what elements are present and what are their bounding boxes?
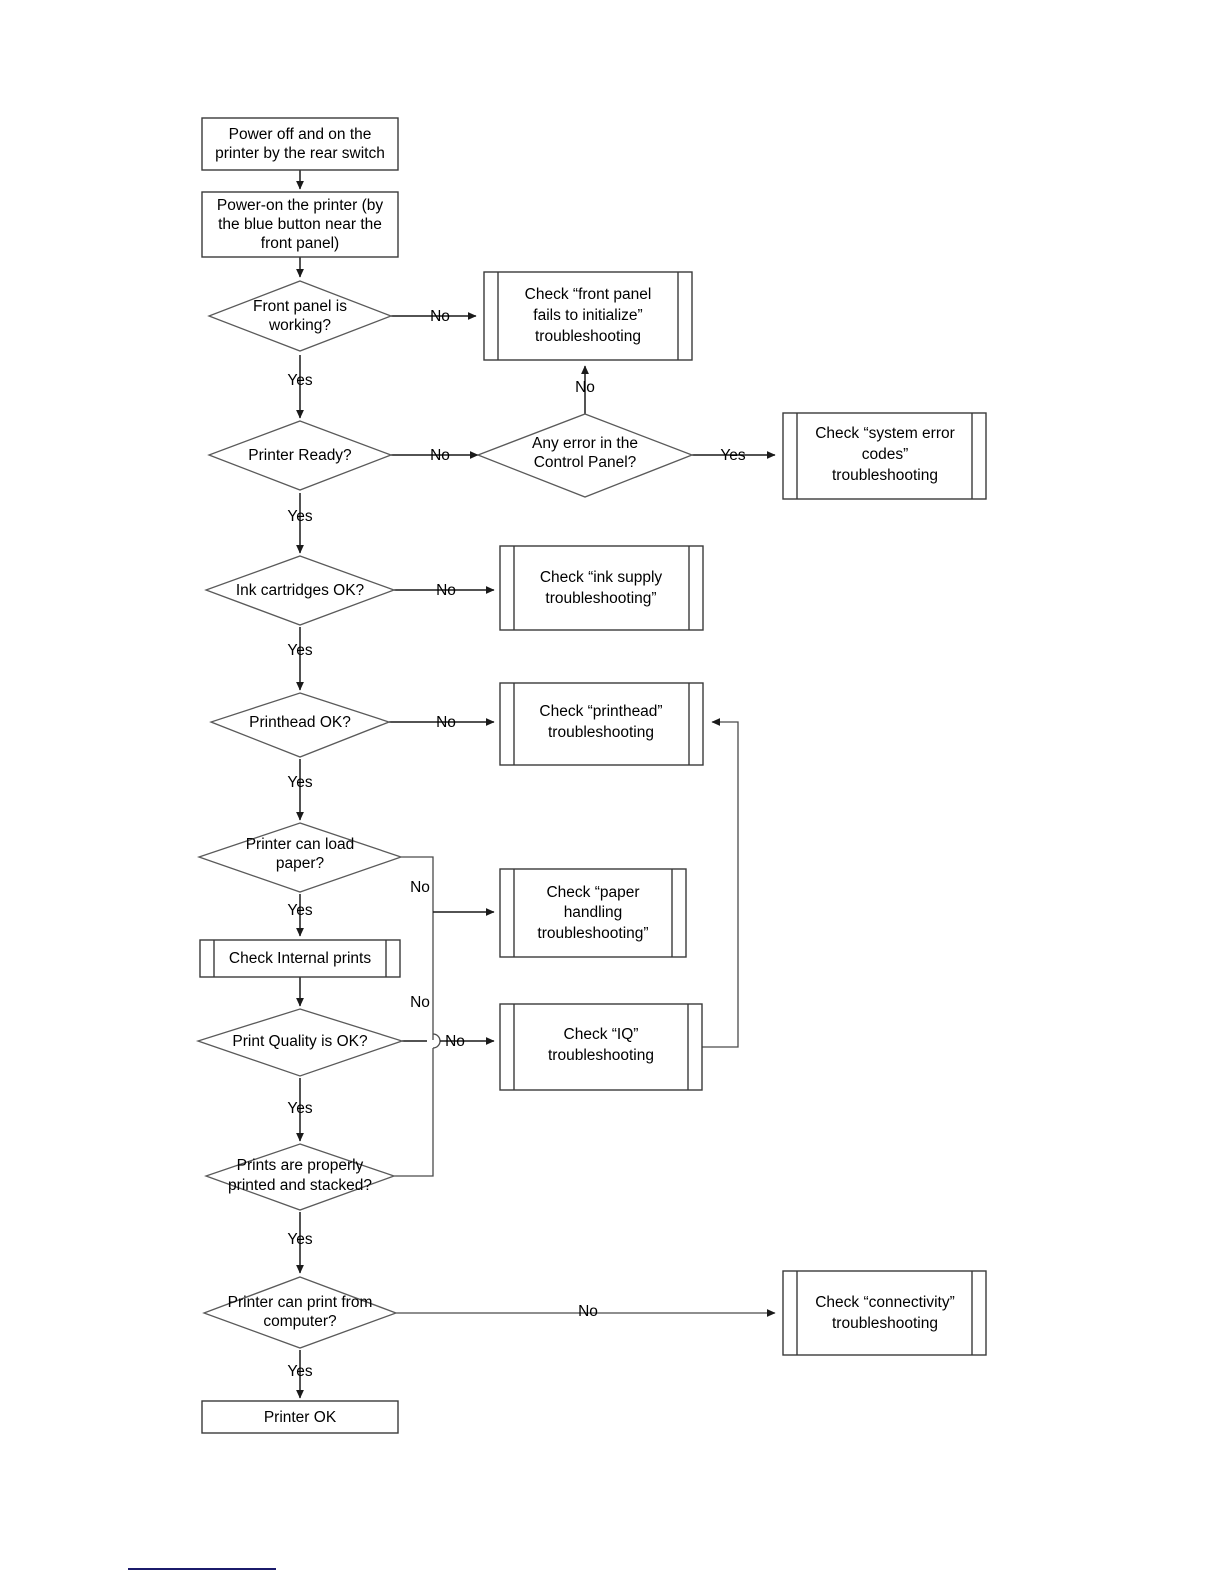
node-power-cycle-line-2: printer by the rear switch: [215, 145, 385, 162]
node-check-system-error-line-1: Check “system error: [815, 425, 955, 442]
edge-label-load-paper-yes: Yes: [287, 902, 313, 919]
node-check-front-panel-line-2: fails to initialize”: [533, 307, 642, 324]
node-check-printhead-line-2: troubleshooting: [548, 724, 654, 741]
edge-control-panel-yes: Yes: [692, 447, 776, 464]
node-check-ink-supply: Check “ink supply troubleshooting”: [499, 545, 704, 631]
edge-label-control-panel-no: No: [575, 379, 595, 396]
edge-load-paper-yes: Yes: [287, 894, 313, 937]
edge-print-quality-yes: Yes: [287, 1078, 313, 1142]
node-check-front-panel-line-1: Check “front panel: [525, 286, 652, 303]
edge-label-ink-yes: Yes: [287, 642, 313, 659]
node-load-paper-line-2: paper?: [276, 855, 325, 872]
node-print-from-computer-line-1: Printer can print from: [228, 1294, 373, 1311]
node-check-paper-handling-line-1: Check “paper: [546, 884, 639, 901]
edge-label-print-quality-yes: Yes: [287, 1100, 313, 1117]
node-printhead-line-1: Printhead OK?: [249, 714, 351, 731]
node-printhead-ok: Printhead OK?: [209, 692, 391, 758]
node-control-panel-line-1: Any error in the: [532, 435, 638, 452]
edge-label-control-panel-yes: Yes: [720, 447, 746, 464]
edge-ink-no: No: [394, 582, 495, 599]
edge-label-load-paper-no: No: [410, 879, 430, 896]
node-check-connectivity-line-2: troubleshooting: [832, 1315, 938, 1332]
node-stacked-line-1: Prints are properly: [237, 1157, 364, 1174]
edge-label-stacked-yes: Yes: [287, 1231, 313, 1248]
edge-load-paper-no: No No: [394, 856, 495, 1177]
edge-label-printhead-no: No: [436, 714, 456, 731]
node-check-system-error-line-3: troubleshooting: [832, 467, 938, 484]
node-check-ink-supply-line-2: troubleshooting”: [545, 590, 656, 607]
node-printer-can-print-from-computer: Printer can print from computer?: [202, 1276, 398, 1349]
node-check-iq: Check “IQ” troubleshooting: [499, 1003, 703, 1091]
node-check-iq-line-2: troubleshooting: [548, 1047, 654, 1064]
edge-front-panel-no: No: [391, 308, 477, 325]
node-power-on: Power-on the printer (by the blue button…: [201, 191, 399, 258]
edge-print-quality-no: No: [402, 1033, 495, 1050]
edge-label-printer-ready-yes: Yes: [287, 508, 313, 525]
node-printer-ready-line-1: Printer Ready?: [248, 447, 352, 464]
edge-label-front-panel-no: No: [430, 308, 450, 325]
edge-control-panel-no-up: No: [575, 365, 595, 418]
node-check-connectivity-line-1: Check “connectivity”: [815, 1294, 955, 1311]
node-power-on-line-3: front panel): [261, 235, 339, 252]
edge-print-from-computer-no: No: [396, 1303, 776, 1320]
edge-printhead-yes: Yes: [287, 759, 313, 821]
edge-ink-yes: Yes: [287, 627, 313, 691]
node-check-printhead-line-1: Check “printhead”: [539, 703, 662, 720]
edge-label-front-panel-yes: Yes: [287, 372, 313, 389]
node-front-panel-line-2: working?: [268, 317, 331, 334]
node-check-connectivity: Check “connectivity” troubleshooting: [782, 1270, 987, 1356]
edge-label-print-quality-no: No: [445, 1033, 465, 1050]
node-front-panel-line-1: Front panel is: [253, 298, 347, 315]
node-check-paper-handling-line-2: handling: [564, 904, 623, 921]
edge-label-print-quality-no-vertical: No: [410, 994, 430, 1011]
node-check-system-error-line-2: codes”: [862, 446, 909, 463]
footnote-separator-rule: [128, 1568, 276, 1570]
edge-label-printer-ready-no: No: [430, 447, 450, 464]
node-print-from-computer-line-2: computer?: [263, 1313, 337, 1330]
node-print-quality-line-1: Print Quality is OK?: [232, 1033, 368, 1050]
edge-label-ink-no: No: [436, 582, 456, 599]
node-print-quality-ok: Print Quality is OK?: [195, 1008, 405, 1077]
node-check-ink-supply-line-1: Check “ink supply: [540, 569, 663, 586]
edge-iq-to-printhead-loop: [702, 718, 739, 1048]
edge-stacked-yes: Yes: [287, 1212, 313, 1274]
node-printer-ok-line-1: Printer OK: [264, 1409, 337, 1426]
node-check-internal-prints: Check Internal prints: [199, 939, 401, 978]
edge-printer-ready-yes: Yes: [287, 493, 313, 554]
node-power-on-line-1: Power-on the printer (by: [217, 197, 384, 214]
node-any-error-control-panel: Any error in the Control Panel?: [476, 413, 694, 498]
node-printer-can-load-paper: Printer can load paper?: [196, 822, 404, 893]
node-check-internal-prints-line-1: Check Internal prints: [229, 950, 371, 967]
node-stacked-line-2: printed and stacked?: [228, 1177, 372, 1194]
node-power-cycle-line-1: Power off and on the: [229, 126, 372, 143]
node-front-panel-working: Front panel is working?: [207, 280, 393, 352]
edge-label-printhead-yes: Yes: [287, 774, 313, 791]
node-power-on-line-2: the blue button near the: [218, 216, 382, 233]
node-load-paper-line-1: Printer can load: [246, 836, 355, 853]
edge-print-from-computer-yes: Yes: [287, 1350, 313, 1399]
edge-front-panel-yes: Yes: [287, 355, 313, 419]
node-control-panel-line-2: Control Panel?: [534, 454, 637, 471]
node-check-paper-handling: Check “paper handling troubleshooting”: [499, 868, 687, 958]
node-check-system-error: Check “system error codes” troubleshooti…: [782, 412, 987, 500]
node-check-front-panel-line-3: troubleshooting: [535, 328, 641, 345]
edge-label-print-from-computer-no: No: [578, 1303, 598, 1320]
node-ink-cartridges-ok: Ink cartridges OK?: [204, 555, 396, 626]
node-check-printhead: Check “printhead” troubleshooting: [499, 682, 704, 766]
node-check-iq-line-1: Check “IQ”: [564, 1026, 639, 1043]
node-prints-properly-stacked: Prints are properly printed and stacked?: [204, 1143, 396, 1211]
edge-label-print-from-computer-yes: Yes: [287, 1363, 313, 1380]
node-printer-ready: Printer Ready?: [207, 420, 393, 491]
node-ink-cartridges-line-1: Ink cartridges OK?: [236, 582, 365, 599]
edge-printer-ready-no: No: [391, 447, 479, 464]
node-check-front-panel: Check “front panel fails to initialize” …: [483, 271, 693, 361]
node-printer-ok: Printer OK: [201, 1400, 399, 1434]
edge-printhead-no: No: [389, 714, 495, 731]
node-power-cycle: Power off and on the printer by the rear…: [201, 117, 399, 171]
node-check-paper-handling-line-3: troubleshooting”: [537, 925, 648, 942]
